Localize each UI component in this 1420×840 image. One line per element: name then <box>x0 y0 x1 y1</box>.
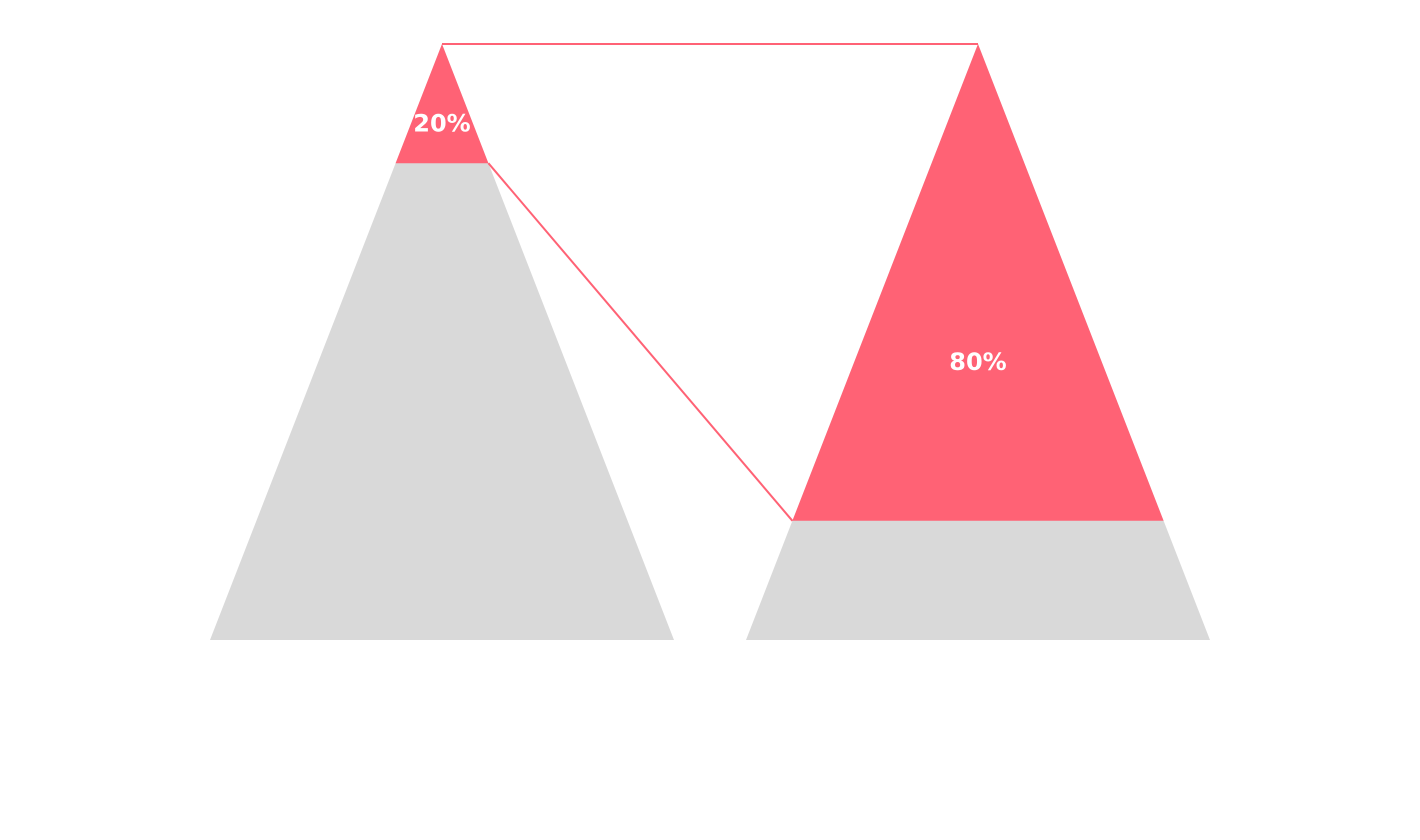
pyramid-1-remainder <box>210 44 674 640</box>
pyramid-2-percent-label: 80% <box>949 348 1006 376</box>
pyramid-1: 20% <box>210 44 674 640</box>
pyramid-2-highlight <box>792 44 1164 521</box>
pyramid-1-highlight <box>395 44 489 164</box>
pyramid-2: 80% <box>746 44 1210 640</box>
connector-cut-line <box>487 162 794 522</box>
pyramid-1-percent-label: 20% <box>413 109 470 137</box>
